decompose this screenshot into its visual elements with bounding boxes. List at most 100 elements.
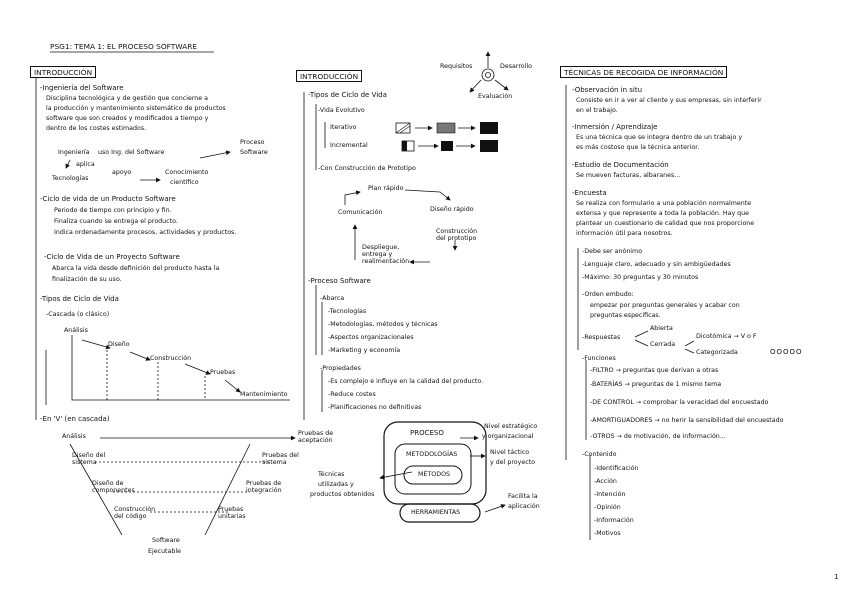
abarca-item: -Metodologías, métodos y técnicas (328, 321, 438, 328)
contenido-item: -Opinión (594, 504, 621, 511)
tecnicas-2: utilizadas y (318, 481, 354, 488)
incremental-shape-3 (480, 140, 498, 152)
v-left: Análisis (62, 433, 86, 440)
label-herramientas: HERRAMIENTAS (411, 509, 461, 516)
categorizada-label: Categorizada (696, 349, 738, 356)
center-tipos-title: -Tipos de Ciclo de Vida (308, 91, 387, 99)
abierta-label: Abierta (650, 325, 673, 332)
observacion-title: -Observación in situ (572, 86, 643, 94)
abarca-item: -Tecnologías (328, 308, 367, 315)
funcion-item: -OTROS → de motivación, de información..… (590, 433, 726, 440)
diag-uso: uso Ing. del Software (98, 149, 165, 156)
contenido-item: -Acción (594, 478, 617, 485)
v-left: Diseño de componentes (92, 480, 135, 495)
propiedad-item: -Planificaciones no definitivas (328, 404, 422, 411)
ing-line: la producción y mantenimiento sistemátic… (46, 105, 226, 112)
contenido-item: -Motivos (594, 530, 621, 537)
diag-ingenieria: Ingeniería (58, 149, 90, 156)
v-ejecutable: Ejecutable (148, 548, 182, 555)
diag-proceso: Proceso (240, 139, 265, 146)
prototipo-title: -Con Construcción de Prototipo (318, 165, 416, 172)
inmersion-line: Es una técnica que se integra dentro de … (576, 134, 743, 141)
tecnicas-3: productos obtenidos (310, 491, 375, 498)
encuesta-item: -Lenguaje claro, adecuado y sin ambigüed… (582, 261, 731, 268)
diag-aplica: aplica (76, 161, 95, 168)
rating-circles: OOOOO (770, 348, 803, 356)
contenido-item: -Información (594, 517, 634, 524)
v-left: Construcción del código (114, 506, 156, 521)
iterative-shape-3 (480, 122, 498, 134)
evolutivo-title: -Vida Evolutivo (318, 107, 365, 114)
documentacion-line: Se mueven facturas, albaranes... (576, 172, 681, 179)
respuestas-label: -Respuestas (582, 334, 621, 341)
funcion-item: -FILTRO → preguntas que derivan a otras (590, 367, 719, 374)
incremental-label: Incremental (330, 142, 368, 149)
ing-title: -Ingeniería del Software (40, 84, 124, 92)
nivel-tactico: Nivel táctico (490, 449, 530, 456)
iterativo-label: Iterativo (330, 124, 357, 131)
label-metodos: MÉTODOS (418, 471, 451, 478)
iterative-shape-2 (436, 122, 456, 134)
iterative-shape-1 (395, 122, 411, 134)
incremental-shape-2 (441, 141, 453, 151)
funcion-item: -BATERÍAS → preguntas de 1 mismo tema (590, 381, 722, 388)
encuesta-line: información útil para nosotros. (576, 230, 673, 237)
diag-conocimiento: Conocimiento (165, 169, 209, 176)
ing-line: Disciplina tecnológica y de gestión que … (46, 95, 209, 102)
propiedad-item: -Es complejo e influye en la calidad del… (328, 378, 484, 385)
contenido-item: -Intención (594, 491, 626, 498)
orden-line: empezar por preguntas generales y acabar… (590, 302, 740, 309)
encuesta-title: -Encuesta (572, 189, 607, 197)
cascada-step: Análisis (64, 327, 88, 334)
propiedades-title: -Propiedades (320, 365, 361, 372)
diag-tecnologias: Tecnologías (52, 175, 89, 182)
funcion-item: -DE CONTROL → comprobar la veracidad del… (590, 399, 769, 406)
v-right: Pruebas unitarias (218, 506, 246, 521)
ciclo-proyecto-line: finalización de su uso. (52, 276, 122, 283)
v-right: Pruebas de aceptación (298, 430, 334, 445)
v-left: Diseño del sistema (72, 452, 106, 467)
orden-line: preguntas específicas. (590, 312, 661, 319)
v-right: Pruebas de integración (246, 480, 282, 495)
encuesta-item: -Máximo: 30 preguntas y 30 minutos (582, 274, 699, 281)
encuesta-item: -Debe ser anónimo (582, 248, 643, 255)
diag-cientifico: científico (170, 179, 199, 186)
label-proceso: PROCESO (410, 429, 444, 437)
funcion-item: -AMORTIGUADORES → no herir la sensibilid… (590, 417, 784, 424)
nivel-estrategico-2: y organizacional (482, 433, 534, 440)
nivel-tactico-2: y del proyecto (490, 459, 536, 466)
ing-line: dentro de los costes estimados. (46, 125, 147, 132)
nivel-estrategico: Nivel estratégico (484, 423, 538, 430)
top-requisitos: Requisitos (440, 63, 473, 70)
contenido-label: -Contenido (582, 451, 617, 458)
encuesta-line: extensa y que represente a toda la pobla… (576, 210, 750, 217)
ciclo-item: Periodo de tiempo con principio y fin. (54, 207, 172, 214)
top-evaluacion: Evaluación (478, 93, 513, 100)
funciones-label: -Funciones (582, 355, 616, 362)
page-number: 1 (834, 573, 839, 581)
ciclo-proyecto-title: -Ciclo de Vida de un Proyecto Software (44, 253, 180, 261)
ciclo-producto-title: -Ciclo de vida de un Producto Software (40, 195, 176, 203)
abarca-item: -Marketing y economía (328, 347, 401, 354)
encuesta-line: Se realiza con formulario a una població… (576, 200, 752, 207)
tecnicas-1: Técnicas (318, 471, 345, 478)
tecnicas-heading: TÉCNICAS DE RECOGIDA DE INFORMACIÓN (560, 66, 728, 79)
cascada-step: Diseño (108, 341, 130, 348)
ing-line: software que son creados y modificados a… (46, 115, 209, 122)
top-desarrollo: Desarrollo (500, 63, 532, 70)
facilita-2: aplicación (508, 503, 540, 510)
encuesta-line: plantear un cuestionario de calidad que … (576, 220, 755, 227)
ciclo-item: Indica ordenadamente procesos, actividad… (54, 229, 237, 236)
propiedad-item: -Reduce costes (328, 391, 376, 398)
v-right: Pruebas del sistema (262, 452, 299, 467)
abarca-item: -Aspectos organizacionales (328, 334, 414, 341)
cascada-step: Construcción (150, 355, 192, 362)
diag-software: Software (240, 149, 268, 156)
page-title: PSG1: TEMA 1: EL PROCESO SOFTWARE (50, 42, 198, 51)
facilita-1: Facilita la (508, 493, 538, 500)
cerrada-label: Cerrada (650, 341, 676, 348)
documentacion-title: -Estudio de Documentación (572, 161, 669, 169)
center-intro-heading: INTRODUCCIÓN (296, 70, 363, 83)
dicotomica-label: Dicotómica → V o F (696, 333, 757, 340)
